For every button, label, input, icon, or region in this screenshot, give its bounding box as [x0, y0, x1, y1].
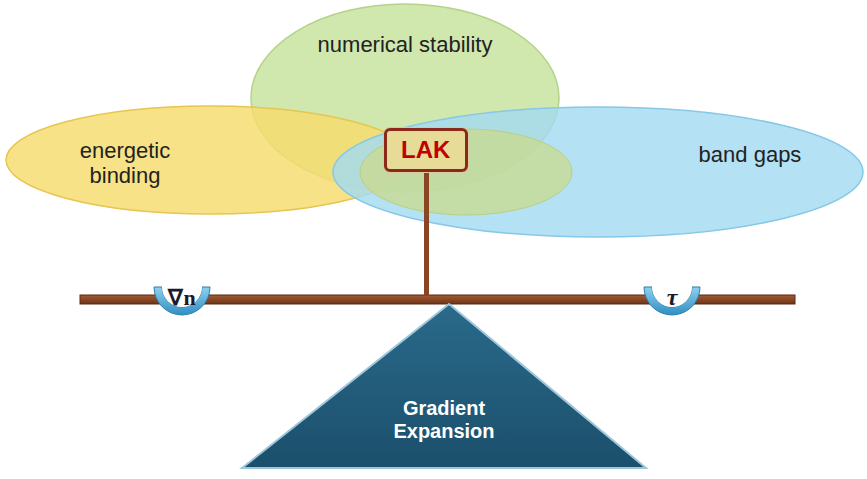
node-label: Gradient Expansion: [379, 397, 509, 443]
node-label: ∇n: [168, 285, 195, 310]
overlap-ellipse: [360, 129, 572, 215]
functional-box: LAK: [384, 128, 468, 172]
criterion-ellipse: band gaps: [332, 106, 864, 238]
fulcrum-triangle: Gradient Expansion: [238, 304, 650, 470]
scale-pan: τ: [642, 283, 702, 319]
node-label: numerical stability: [318, 32, 493, 57]
ellipse-shape: [333, 107, 863, 237]
scale-pan: ∇n: [152, 283, 212, 319]
node-label: energetic binding: [60, 138, 190, 189]
balance-stick: [424, 166, 429, 296]
node-label: band gaps: [699, 142, 802, 167]
node-label: τ: [667, 284, 678, 312]
triangle-shape: [242, 304, 646, 468]
fulcrum-triangle-outline: [238, 304, 650, 470]
criterion-ellipse-outline: [332, 106, 864, 238]
node-label: LAK: [401, 136, 450, 164]
